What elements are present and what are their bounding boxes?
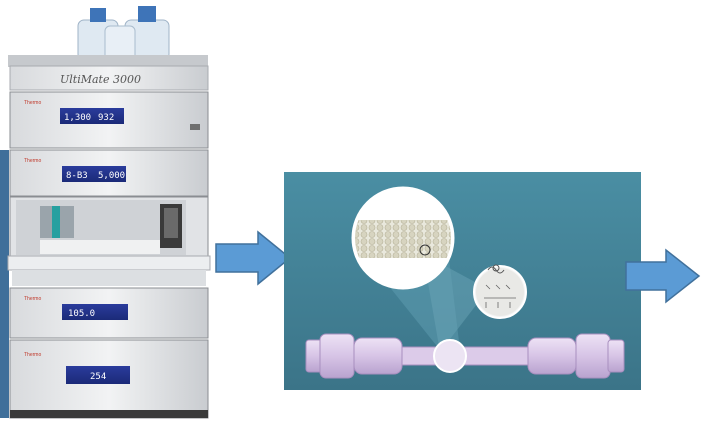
pump-module: Thermo 1,300 932	[9, 91, 209, 149]
shelf-front	[12, 270, 206, 286]
display-value: 8-B3	[66, 171, 88, 181]
column-magnifier	[433, 339, 467, 373]
brand-label: UltiMate 3000	[60, 73, 141, 86]
display-screen	[60, 108, 124, 124]
display-value: 5,000	[98, 171, 125, 181]
hplc-instrument: UltiMate 3000 Thermo 1,300 932 Thermo 8-…	[0, 6, 211, 419]
side-panel	[0, 150, 9, 418]
column-oven-module: Thermo 105.0	[9, 287, 209, 339]
hplc-column	[305, 333, 625, 379]
shelf	[7, 255, 211, 271]
maker-label: Thermo	[24, 352, 41, 358]
maker-label: Thermo	[24, 158, 41, 164]
display-value: 105.0	[68, 309, 95, 319]
top-cover	[9, 65, 209, 91]
display-screen	[66, 366, 130, 384]
detector-module: Thermo 254	[9, 339, 209, 419]
surface-chemistry-magnifier	[473, 264, 527, 319]
display-value: 1,300	[64, 113, 91, 123]
display-screen	[62, 166, 126, 182]
flow-arrow-right-icon	[215, 230, 292, 286]
display-screen	[62, 304, 128, 320]
column-schematic-panel	[284, 172, 641, 390]
sample-compartment	[9, 196, 209, 258]
maker-label: Thermo	[24, 100, 41, 106]
display-value: 254	[90, 372, 106, 382]
maker-label: Thermo	[24, 296, 41, 302]
solvent-tray	[8, 55, 208, 67]
autosampler-module: Thermo 8-B3 5,000	[9, 149, 209, 197]
packing-magnifier	[351, 186, 455, 290]
display-value: 932	[98, 113, 114, 123]
flow-arrow-right-icon	[625, 248, 701, 304]
solvent-bottles	[77, 6, 170, 61]
